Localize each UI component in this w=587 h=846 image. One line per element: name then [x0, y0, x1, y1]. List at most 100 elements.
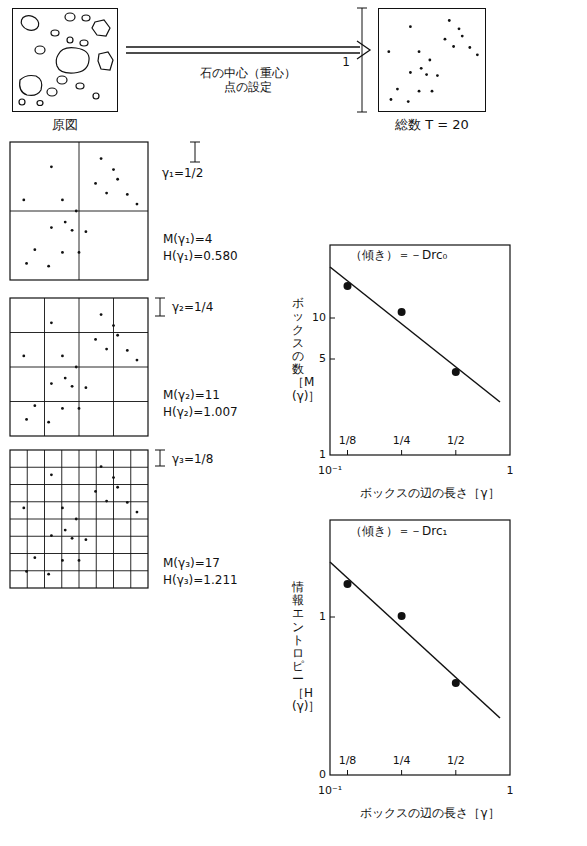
- box-size: γ₁=1/2: [162, 166, 203, 180]
- stone: [47, 88, 57, 96]
- ticks: [330, 318, 456, 455]
- tick: [455, 770, 456, 775]
- tick-label: 1/8: [339, 434, 357, 447]
- stone: [57, 76, 67, 84]
- center-point: [436, 74, 439, 77]
- tick: [330, 617, 335, 618]
- center-point: [85, 386, 88, 389]
- dimension-tick: [357, 112, 367, 113]
- stone: [98, 52, 113, 70]
- center-point: [50, 534, 53, 537]
- tick-label: 10⁻¹: [318, 784, 342, 797]
- center-point: [47, 573, 50, 576]
- center-point: [25, 418, 28, 421]
- center-point: [50, 382, 53, 385]
- center-point: [61, 199, 64, 202]
- center-point: [420, 67, 423, 70]
- center-point: [75, 518, 78, 521]
- center-point-box: 総数 T = 20: [378, 8, 486, 112]
- box-count: M(γ₃)=17: [163, 556, 220, 570]
- grid-line: [10, 553, 148, 554]
- tick-label: 1/4: [393, 434, 411, 447]
- center-point: [22, 355, 25, 358]
- bracket: [155, 316, 165, 317]
- bracket: [195, 142, 196, 162]
- center-point: [425, 73, 428, 76]
- slope-note: （傾き）＝－Drc₀: [350, 248, 447, 262]
- center-point: [444, 38, 447, 41]
- plot-frame: [330, 520, 510, 775]
- center-point: [85, 230, 88, 233]
- box-grid: [10, 298, 148, 436]
- tick-label: 5: [319, 352, 326, 365]
- tick: [330, 359, 335, 360]
- axis-title: 情報エントロピー［H(γ)］: [292, 581, 304, 713]
- center-point: [33, 248, 36, 251]
- arrow-shaft: [126, 46, 360, 47]
- center-point: [94, 490, 97, 493]
- center-point: [25, 570, 28, 573]
- data-point: [398, 612, 406, 620]
- center-point: [126, 501, 129, 504]
- tick-label: 1/8: [339, 754, 357, 767]
- center-point: [100, 157, 103, 160]
- chart-entropy: [330, 520, 510, 775]
- dimension-line: [362, 8, 363, 112]
- center-point: [448, 19, 451, 22]
- center-point: [50, 321, 53, 324]
- bracket: [160, 450, 161, 466]
- grid-line: [130, 450, 131, 588]
- stone: [37, 101, 43, 106]
- stone: [51, 30, 59, 36]
- tick: [401, 450, 402, 455]
- center-point: [71, 229, 74, 232]
- center-point: [452, 45, 455, 48]
- figure-caption: 原図: [13, 117, 117, 133]
- center-point: [105, 500, 108, 503]
- stone: [35, 46, 45, 54]
- tick: [347, 770, 348, 775]
- box-grid: [10, 450, 148, 588]
- bracket: [190, 142, 200, 143]
- bracket: [155, 298, 165, 299]
- arrow-shaft: [126, 52, 360, 53]
- bracket: [190, 162, 200, 163]
- arrow-label: 石の中心（重心） 点の設定: [196, 66, 299, 95]
- fit-line: [330, 562, 500, 718]
- tick-label: 1/2: [447, 434, 465, 447]
- center-point: [71, 537, 74, 540]
- tick: [401, 770, 402, 775]
- bracket: [155, 466, 165, 467]
- tick-label: 1: [507, 464, 514, 477]
- center-point: [75, 210, 78, 213]
- arrow-head: [357, 41, 370, 59]
- center-point: [136, 511, 139, 514]
- grid-line: [10, 401, 148, 402]
- tick-label: 1/4: [393, 754, 411, 767]
- grid-line: [10, 519, 148, 520]
- chart-box-count: [330, 245, 510, 455]
- center-point: [78, 559, 81, 562]
- box-grid: [10, 142, 148, 280]
- grid-line: [10, 367, 148, 368]
- tick-label: 10: [312, 311, 326, 324]
- center-point: [71, 385, 74, 388]
- grid-line: [10, 211, 148, 212]
- grid-line: [113, 450, 114, 588]
- dimension-tick: [357, 8, 367, 9]
- center-point: [126, 349, 129, 352]
- center-point: [61, 507, 64, 510]
- center-point: [387, 50, 390, 53]
- slope-note: （傾き）＝－Drc₁: [350, 524, 447, 538]
- figure-caption: 総数 T = 20: [379, 117, 485, 133]
- center-point: [396, 88, 399, 91]
- process-arrow: [126, 41, 370, 59]
- center-point: [100, 313, 103, 316]
- tick-label: 1: [319, 610, 326, 623]
- center-point: [136, 359, 139, 362]
- box-count: M(γ₂)=11: [163, 388, 220, 402]
- center-point: [407, 100, 410, 103]
